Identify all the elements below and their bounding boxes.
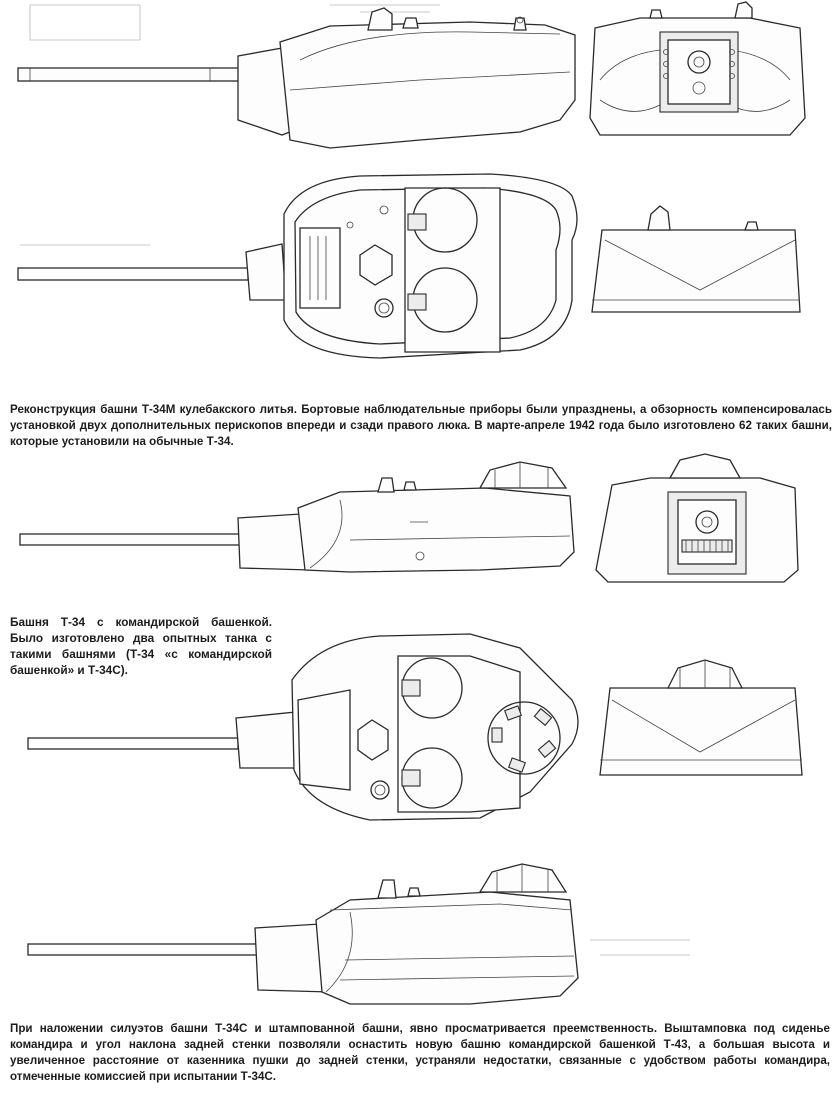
t34m-top-view xyxy=(17,173,578,359)
t34m-rear-view xyxy=(589,1,806,136)
t34-cupola-side-view xyxy=(19,461,575,573)
t34-cupola-top-view xyxy=(27,633,579,821)
t34m-side-view xyxy=(17,4,576,149)
t34-cupola-front-view xyxy=(599,659,803,776)
caption-t34-cupola-turret: Башня Т-34 с командирской башенкой. Было… xyxy=(10,615,272,677)
t34m-front-view xyxy=(591,205,801,313)
caption-overlay-comparison: При наложении силуэтов башни Т-34С и шта… xyxy=(10,1022,830,1083)
caption-t34m-turret: Реконструкция башни Т-34М кулебакского л… xyxy=(10,403,832,448)
overlay-side-view xyxy=(27,863,690,1005)
t34-cupola-rear-view xyxy=(595,453,799,583)
